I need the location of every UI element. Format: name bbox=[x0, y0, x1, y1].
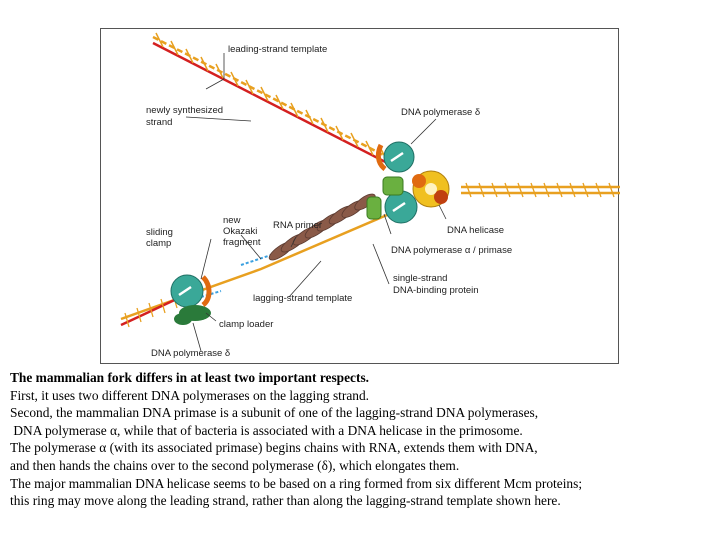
label-clamp-loader: clamp loader bbox=[219, 319, 273, 330]
replication-fork-svg: leading-strand template newly synthesize… bbox=[120, 32, 620, 359]
label-dna-helicase: DNA helicase bbox=[447, 225, 504, 236]
label-single-strand-2: DNA-binding protein bbox=[393, 285, 479, 296]
leading-strand-duplex bbox=[152, 32, 402, 172]
caption-line-6: The major mammalian DNA helicase seems t… bbox=[10, 475, 583, 491]
figure-caption: The mammalian fork differs in at least t… bbox=[10, 369, 715, 510]
parental-duplex bbox=[461, 182, 620, 198]
dna-polymerase-delta-top bbox=[375, 141, 415, 173]
leader-lines bbox=[185, 53, 447, 352]
label-newly-synthesized-1: newly synthesized bbox=[146, 105, 223, 116]
lagging-strand bbox=[120, 207, 402, 328]
dna-helicase bbox=[412, 170, 450, 208]
dna-polymerase-delta-bottom bbox=[170, 274, 212, 325]
label-sliding-clamp-2: clamp bbox=[146, 238, 171, 249]
label-new-okazaki-3: fragment bbox=[223, 237, 261, 248]
label-dna-polymerase-delta-bottom: DNA polymerase δ bbox=[151, 348, 230, 359]
label-new-okazaki-1: new bbox=[223, 215, 241, 226]
label-rna-primer: RNA primer bbox=[273, 220, 322, 231]
caption-title: The mammalian fork differs in at least t… bbox=[10, 370, 370, 385]
caption-line-7: this ring may move along the leading str… bbox=[10, 493, 561, 509]
caption-line-1: First, it uses two different DNA polymer… bbox=[10, 387, 370, 403]
label-single-strand-1: single-strand bbox=[393, 273, 447, 284]
label-leading-strand-template: leading-strand template bbox=[228, 44, 327, 55]
caption-line-4: The polymerase α (with its associated pr… bbox=[10, 440, 538, 456]
caption-line-2: Second, the mammalian DNA primase is a s… bbox=[10, 405, 539, 421]
dna-polymerase-alpha-primase bbox=[366, 176, 418, 224]
label-dna-polymerase-delta-top: DNA polymerase δ bbox=[401, 107, 480, 118]
label-lagging-strand-template: lagging-strand template bbox=[253, 293, 352, 304]
caption-line-3: DNA polymerase α, while that of bacteria… bbox=[10, 422, 523, 438]
label-new-okazaki-2: Okazaki bbox=[223, 226, 257, 237]
label-newly-synthesized-2: strand bbox=[146, 117, 172, 128]
label-dna-polymerase-alpha-primase: DNA polymerase α / primase bbox=[391, 245, 512, 256]
replication-fork-diagram: leading-strand template newly synthesize… bbox=[100, 28, 620, 364]
caption-line-5: and then hands the chains over to the se… bbox=[10, 457, 460, 473]
label-sliding-clamp-1: sliding bbox=[146, 227, 173, 238]
